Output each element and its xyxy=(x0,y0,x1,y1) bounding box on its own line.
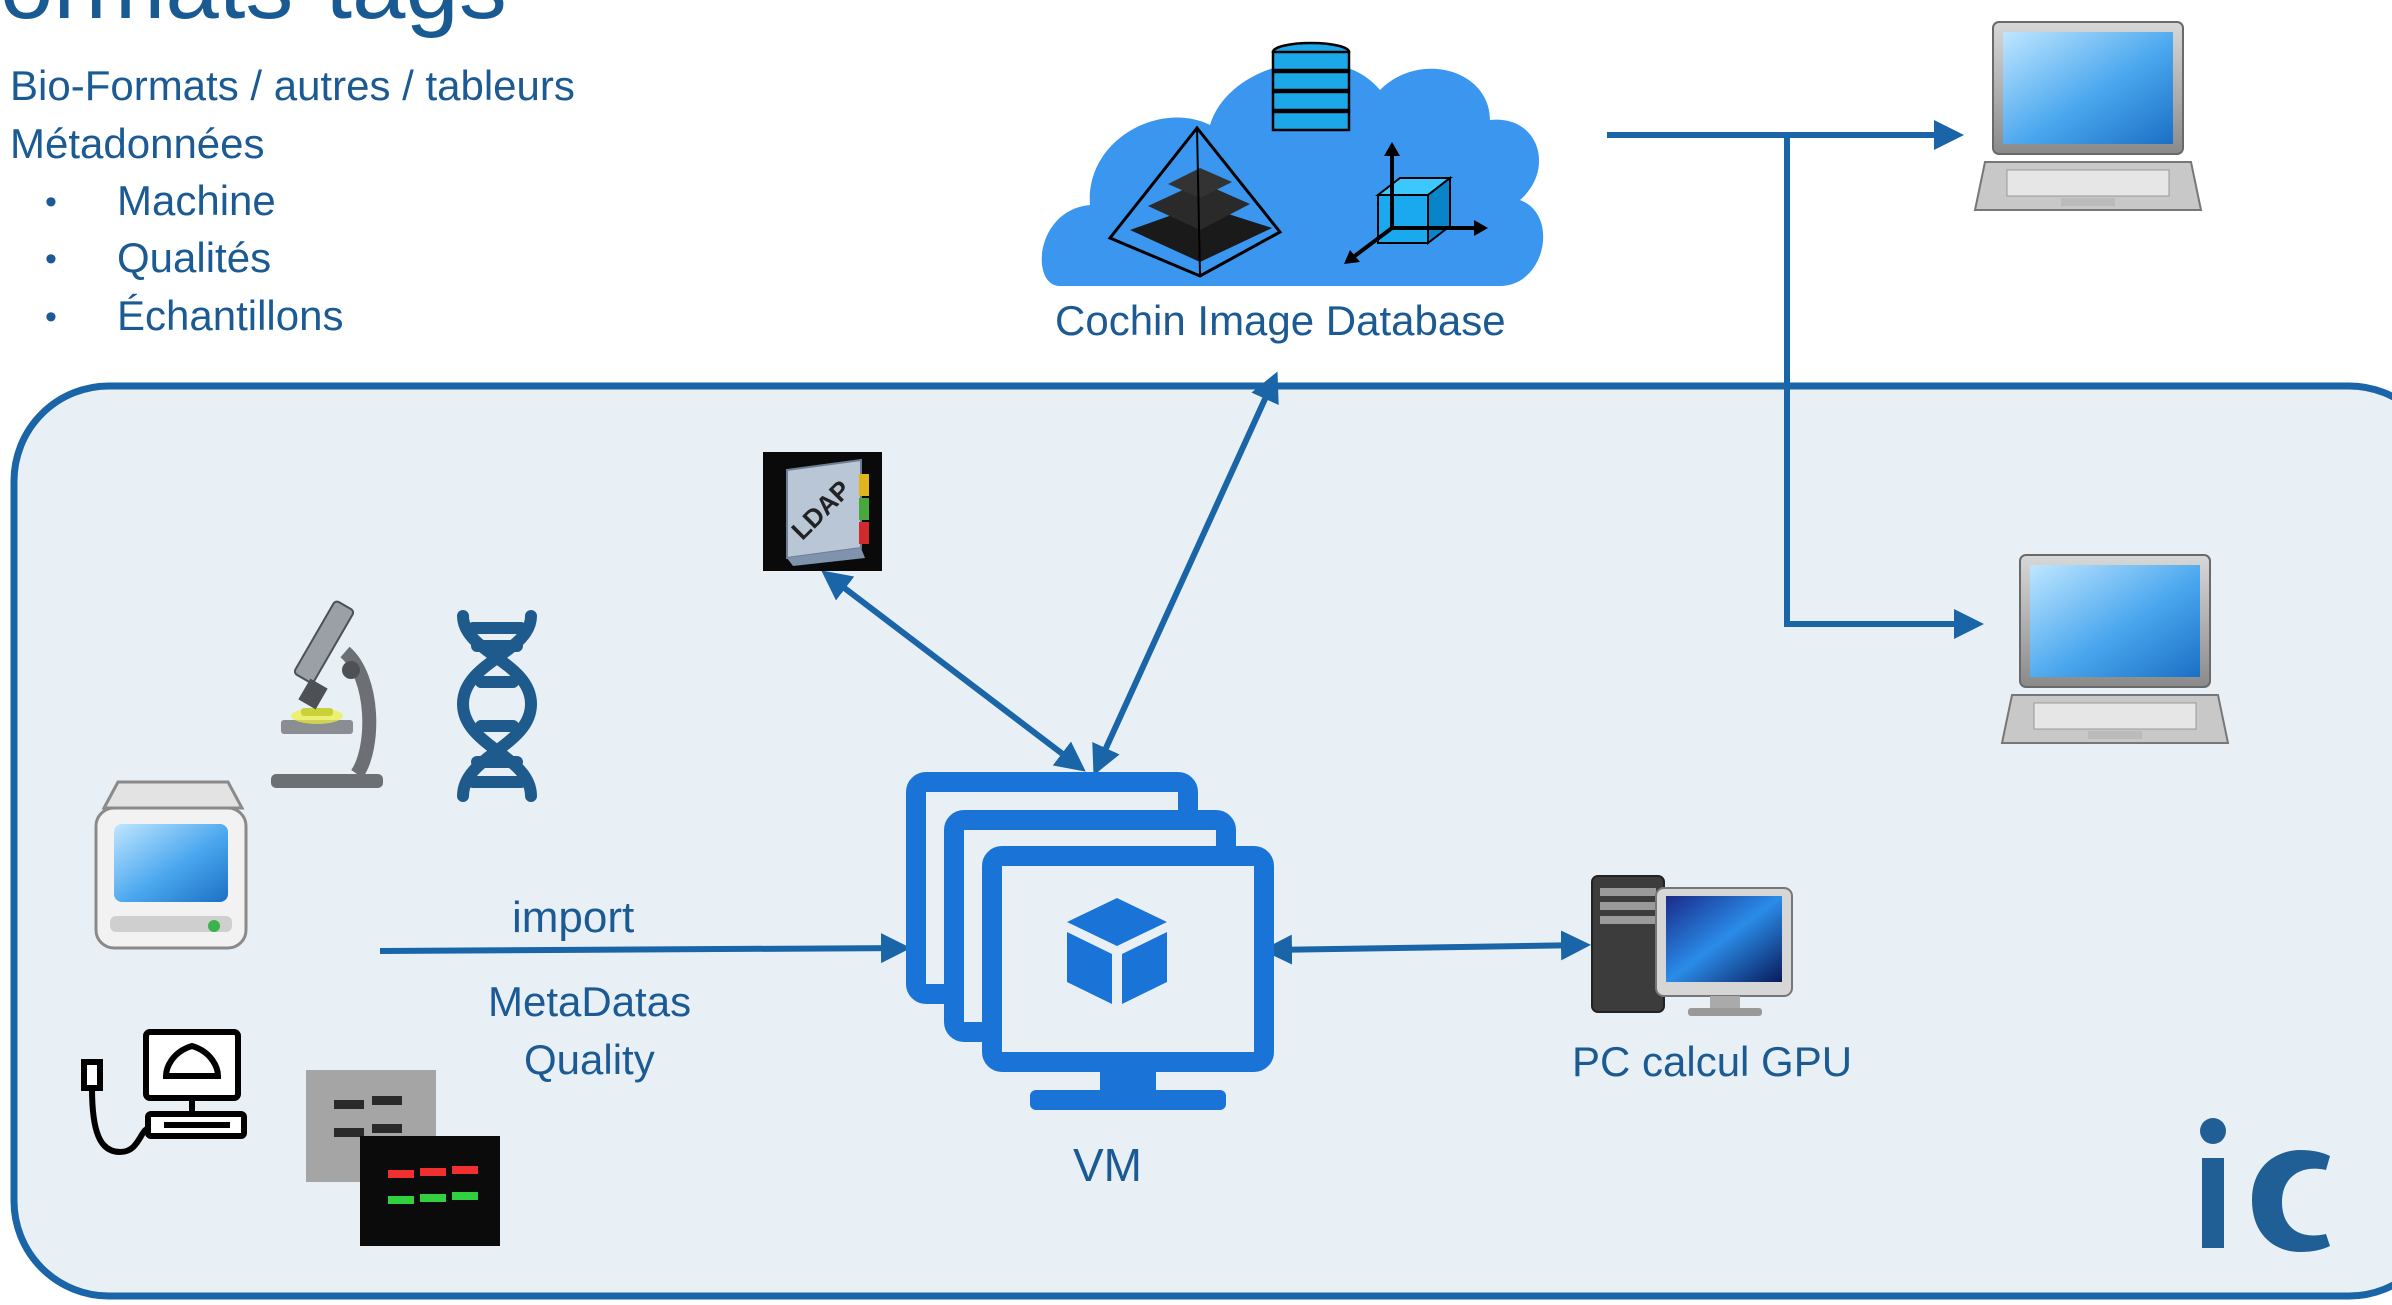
bullet-dot: • xyxy=(45,298,57,336)
link-vm-gpu xyxy=(1262,930,1591,965)
connection-lines xyxy=(379,120,1984,965)
intro-line-formats: Bio-Formats / autres / tableurs xyxy=(10,62,575,109)
bullet-dot: • xyxy=(45,183,57,221)
bullet-dot: • xyxy=(45,240,57,278)
microscope-icon xyxy=(271,600,383,788)
page-title: ormats-tags xyxy=(0,0,507,34)
gel-icon xyxy=(306,1070,500,1246)
3d-cube-icon xyxy=(1344,142,1488,264)
bullet-echantillons: Échantillons xyxy=(117,292,344,339)
cloud-icon xyxy=(1041,41,1544,286)
database-icon xyxy=(1271,41,1351,132)
cloud-label: Cochin Image Database xyxy=(1055,297,1506,344)
ic-logo xyxy=(2200,1118,2330,1252)
gpu-pc-icon xyxy=(1591,875,1793,1016)
bullet-qualites: Qualités xyxy=(117,234,272,281)
vm-icon xyxy=(906,772,1274,1110)
ldap-book-icon: LDAP xyxy=(763,452,882,571)
vm-label: VM xyxy=(1073,1139,1142,1191)
cube-icon xyxy=(1067,898,1167,1004)
laptop-icon xyxy=(2000,554,2230,744)
import-label: import xyxy=(512,893,635,942)
quality-label: Quality xyxy=(524,1036,655,1083)
image-pyramid-icon xyxy=(1107,125,1283,278)
link-cloud-laptop2 xyxy=(1784,135,1984,639)
ultrasound-icon xyxy=(81,1029,247,1156)
link-import-vm xyxy=(379,933,911,964)
scanner-icon xyxy=(94,780,248,950)
gpu-label: PC calcul GPU xyxy=(1572,1038,1853,1085)
dna-icon xyxy=(456,610,538,802)
bullet-machine: Machine xyxy=(117,177,276,224)
link-cloud-vm xyxy=(1092,371,1279,776)
laptop-icon xyxy=(1973,21,2203,211)
link-ldap-vm xyxy=(821,570,1086,772)
intro-line-metadata: Métadonnées xyxy=(10,120,265,167)
metadata-label: MetaDatas xyxy=(488,978,692,1025)
